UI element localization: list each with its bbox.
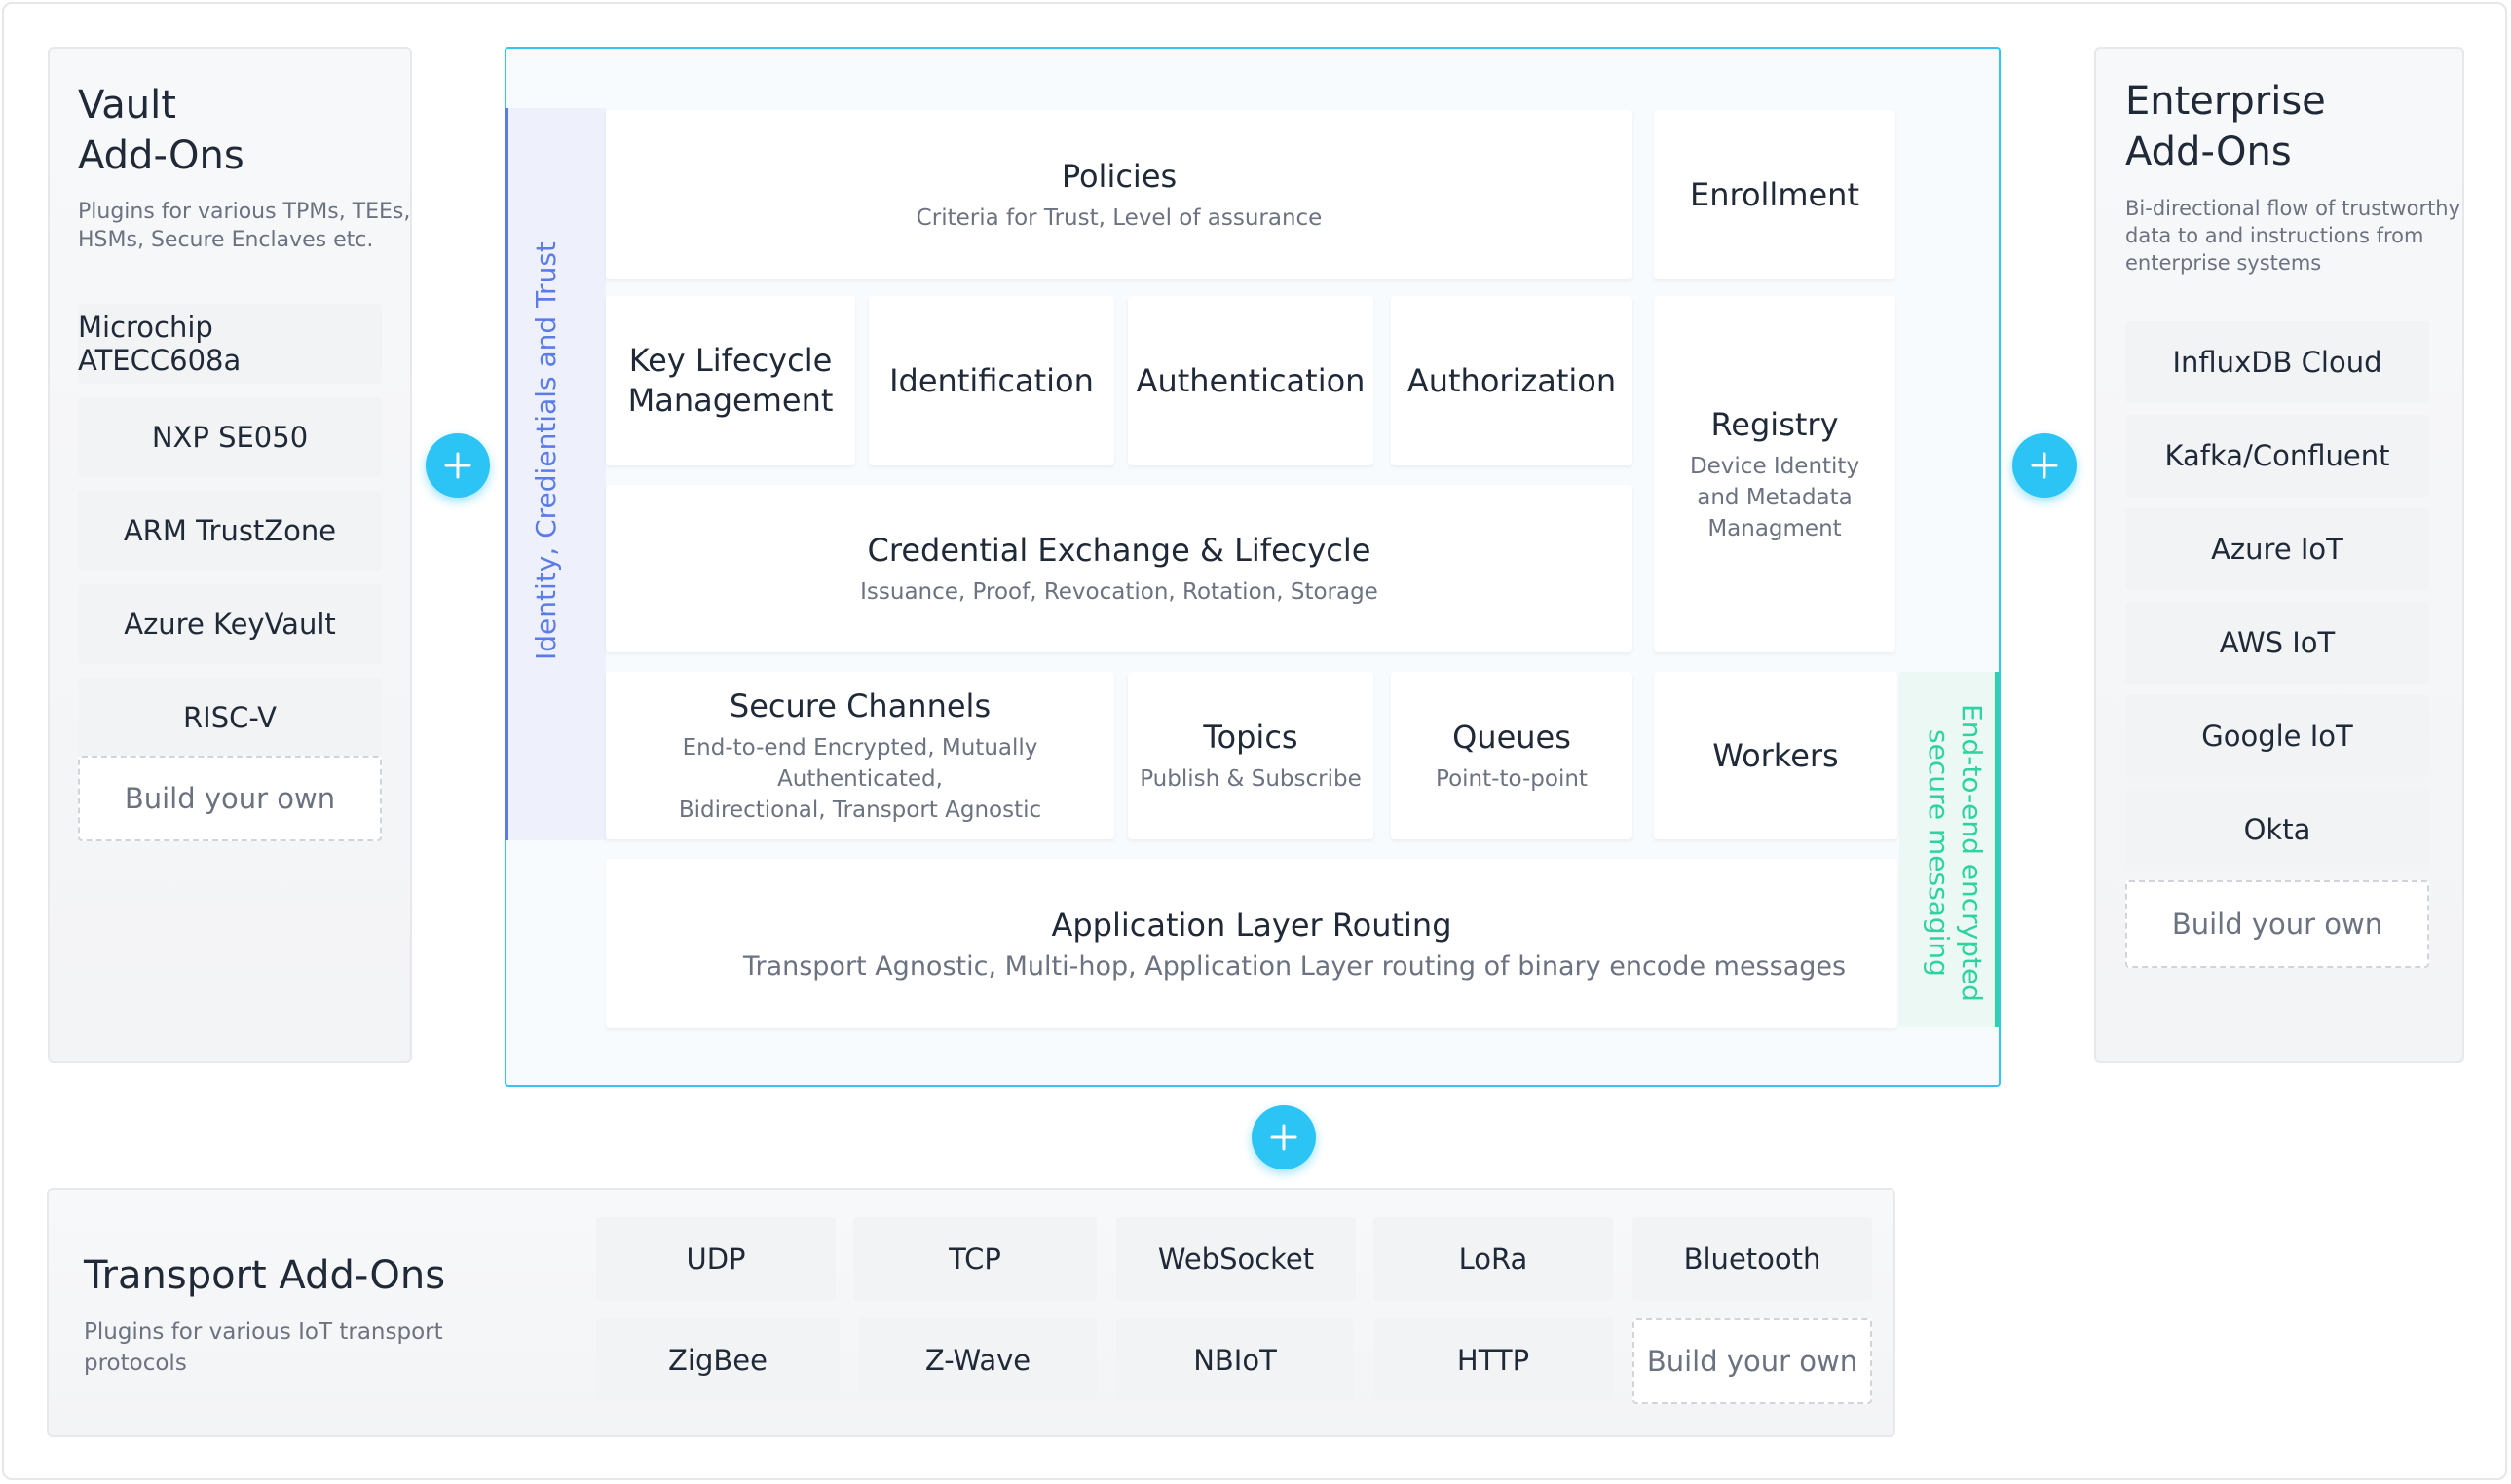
transport-item[interactable]: TCP [853,1217,1097,1301]
transport-item[interactable]: LoRa [1373,1217,1613,1301]
authentication-box: Authentication [1128,296,1373,465]
policies-subtitle: Criteria for Trust, Level of assurance [916,204,1323,231]
registry-box: Registry Device Identity and Metadata Ma… [1654,296,1895,652]
transport-description: Plugins for various IoT transport protoc… [84,1319,443,1376]
vault-item[interactable]: Azure KeyVault [78,584,382,664]
transport-item[interactable]: Z-Wave [859,1318,1097,1402]
vault-title: Vault Add-Ons [78,83,244,178]
secure-channels-title: Secure Channels [729,686,992,724]
identification-box: Identification [869,296,1114,465]
queues-title: Queues [1452,718,1571,756]
topics-title: Topics [1203,718,1298,756]
transport-build-your-own[interactable]: Build your own [1632,1318,1872,1404]
enterprise-item[interactable]: Google IoT [2125,695,2429,777]
authorization-title: Authorization [1406,361,1617,399]
routing-box: Application Layer Routing Transport Agno… [606,859,1897,1028]
credential-exchange-box: Credential Exchange & Lifecycle Issuance… [606,485,1632,652]
queues-box: Queues Point-to-point [1391,672,1632,839]
vault-build-your-own[interactable]: Build your own [78,756,382,841]
identity-stripe [505,108,606,840]
enterprise-item[interactable]: AWS IoT [2125,602,2429,684]
identification-title: Identification [889,361,1094,399]
enrollment-box: Enrollment [1654,110,1895,279]
add-transport-plus-icon[interactable] [1252,1105,1316,1169]
credential-exchange-title: Credential Exchange & Lifecycle [867,531,1371,569]
enterprise-item[interactable]: Okta [2125,789,2429,871]
workers-box: Workers [1654,672,1897,839]
secure-channels-subtitle: End-to-end Encrypted, Mutually Authentic… [678,734,1042,823]
topics-box: Topics Publish & Subscribe [1128,672,1373,839]
identity-label: Identity, Credientials and Trust [530,241,562,660]
key-lifecycle-title: Key Lifecycle Management [627,342,834,419]
enterprise-description: Bi-directional flow of trustworthy data … [2125,197,2461,275]
policies-box: Policies Criteria for Trust, Level of as… [606,110,1632,279]
routing-subtitle: Transport Agnostic, Multi-hop, Applicati… [742,950,1847,982]
workers-title: Workers [1712,736,1839,774]
vault-item[interactable]: Microchip ATECC608a [78,304,382,384]
queues-subtitle: Point-to-point [1436,765,1588,792]
authorization-box: Authorization [1391,296,1632,465]
enterprise-build-your-own[interactable]: Build your own [2125,880,2429,968]
vault-item[interactable]: RISC-V [78,678,382,758]
transport-item[interactable]: HTTP [1373,1318,1613,1402]
transport-item[interactable]: UDP [596,1217,836,1301]
transport-item[interactable]: WebSocket [1116,1217,1356,1301]
enterprise-item[interactable]: Azure IoT [2125,508,2429,590]
registry-subtitle: Device Identity and Metadata Managment [1689,453,1860,541]
transport-item[interactable]: ZigBee [596,1318,840,1402]
vault-item[interactable]: ARM TrustZone [78,491,382,571]
credential-exchange-subtitle: Issuance, Proof, Revocation, Rotation, S… [860,578,1378,605]
routing-title: Application Layer Routing [1051,906,1452,944]
messaging-stripe [1899,672,1999,1027]
transport-item[interactable]: Bluetooth [1632,1217,1872,1301]
transport-item[interactable]: NBIoT [1116,1318,1354,1402]
enterprise-item[interactable]: Kafka/Confluent [2125,415,2429,497]
topics-subtitle: Publish & Subscribe [1140,765,1362,792]
enterprise-item[interactable]: InfluxDB Cloud [2125,321,2429,403]
transport-title: Transport Add-Ons [84,1253,446,1298]
enterprise-title: Enterprise Add-Ons [2125,79,2326,174]
registry-title: Registry [1710,405,1839,443]
add-vault-plus-icon[interactable] [426,433,490,498]
enrollment-title: Enrollment [1690,175,1859,213]
messaging-label: End-to-end encrypted secure messaging [1923,704,1988,1002]
key-lifecycle-box: Key Lifecycle Management [606,296,855,465]
vault-description: Plugins for various TPMs, TEEs, HSMs, Se… [78,200,411,252]
vault-item[interactable]: NXP SE050 [78,397,382,477]
add-enterprise-plus-icon[interactable] [2012,433,2077,498]
secure-channels-box: Secure Channels End-to-end Encrypted, Mu… [606,672,1114,839]
policies-title: Policies [1061,157,1178,195]
authentication-title: Authentication [1136,361,1366,399]
